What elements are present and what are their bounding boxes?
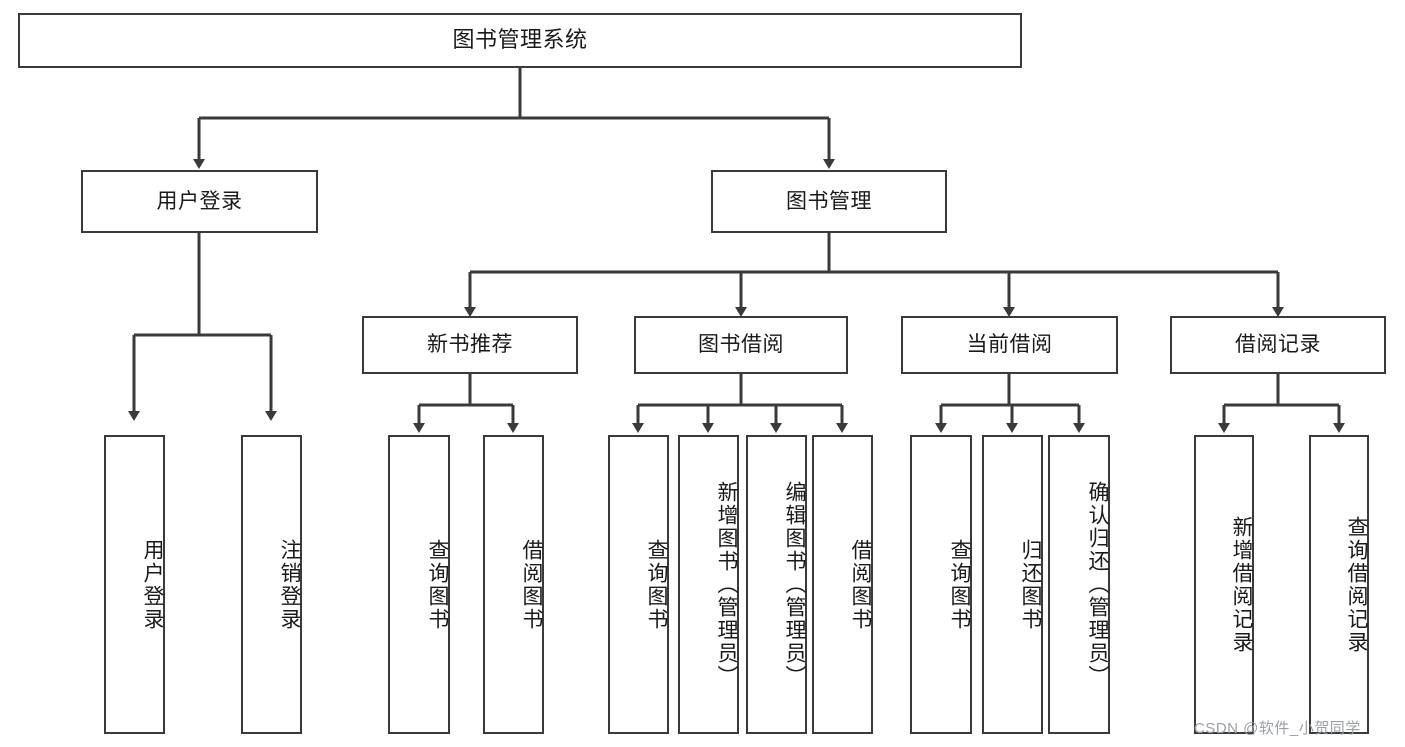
node-user-login-label: 用户登录 — [156, 189, 243, 213]
node-root[interactable]: 图书管理系统 — [18, 13, 1022, 68]
leaf-add-book-label: 新增图书（管理员） — [715, 481, 738, 688]
leaf-logout-login[interactable]: 注销登录 — [241, 435, 302, 734]
leaf-user-login[interactable]: 用户登录 — [104, 435, 165, 734]
leaf-query-record[interactable]: 查询借阅记录 — [1309, 435, 1369, 734]
leaf-logout-login-label: 注销登录 — [278, 538, 301, 631]
leaf-query-book-2-label: 查询图书 — [645, 538, 668, 631]
leaf-add-record[interactable]: 新增借阅记录 — [1194, 435, 1254, 734]
node-book-manage-label: 图书管理 — [786, 189, 872, 213]
leaf-user-login-label: 用户登录 — [141, 538, 164, 631]
leaf-edit-book[interactable]: 编辑图书（管理员） — [746, 435, 807, 734]
leaf-query-book-3[interactable]: 查询图书 — [910, 435, 972, 734]
node-root-label: 图书管理系统 — [452, 27, 588, 53]
node-book-manage[interactable]: 图书管理 — [711, 170, 947, 233]
leaf-confirm-return-label: 确认归还（管理员） — [1086, 481, 1109, 688]
node-borrow-record-label: 借阅记录 — [1235, 333, 1321, 357]
leaf-query-book-2[interactable]: 查询图书 — [608, 435, 669, 734]
node-new-book-rec-label: 新书推荐 — [427, 333, 513, 357]
leaf-add-book[interactable]: 新增图书（管理员） — [678, 435, 739, 734]
node-borrow-record[interactable]: 借阅记录 — [1170, 316, 1386, 374]
leaf-query-record-label: 查询借阅记录 — [1345, 515, 1368, 654]
leaf-query-book-3-label: 查询图书 — [948, 538, 971, 631]
node-book-borrow[interactable]: 图书借阅 — [634, 316, 848, 374]
leaf-return-book[interactable]: 归还图书 — [982, 435, 1043, 734]
leaf-borrow-book-2-label: 借阅图书 — [849, 538, 872, 631]
leaf-confirm-return[interactable]: 确认归还（管理员） — [1048, 435, 1110, 734]
leaf-borrow-book-1-label: 借阅图书 — [520, 538, 543, 631]
leaf-borrow-book-2[interactable]: 借阅图书 — [812, 435, 873, 734]
node-user-login[interactable]: 用户登录 — [81, 170, 318, 233]
node-new-book-rec[interactable]: 新书推荐 — [362, 316, 578, 374]
node-current-borrow-label: 当前借阅 — [966, 333, 1053, 357]
leaf-borrow-book-1[interactable]: 借阅图书 — [483, 435, 544, 734]
leaf-query-book-1[interactable]: 查询图书 — [388, 435, 450, 734]
node-book-borrow-label: 图书借阅 — [698, 333, 784, 357]
leaf-add-record-label: 新增借阅记录 — [1230, 515, 1253, 654]
leaf-return-book-label: 归还图书 — [1019, 538, 1042, 631]
node-current-borrow[interactable]: 当前借阅 — [901, 316, 1118, 374]
leaf-query-book-1-label: 查询图书 — [426, 538, 449, 631]
leaf-edit-book-label: 编辑图书（管理员） — [783, 481, 806, 688]
